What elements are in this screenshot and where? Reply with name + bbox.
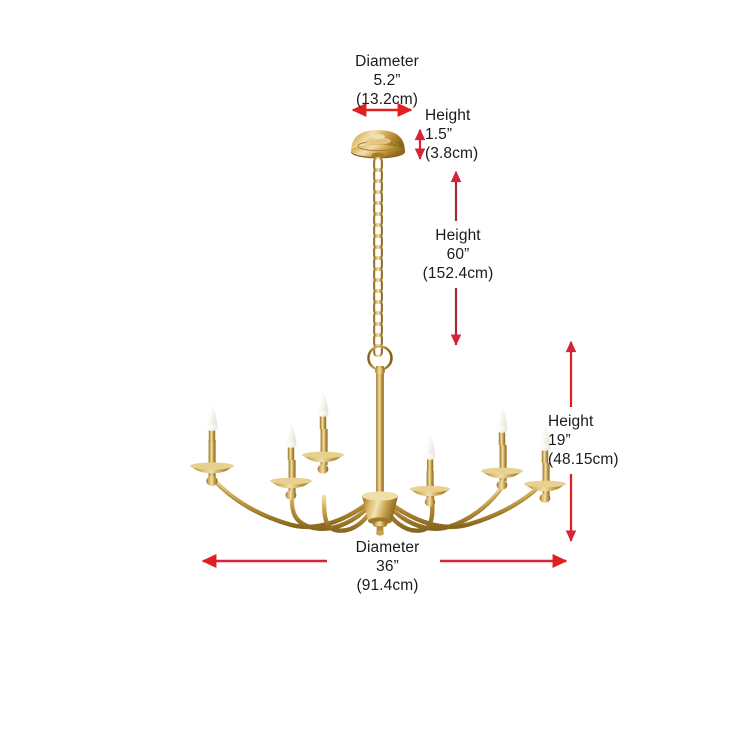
- canopy-height-inches: 1.5”: [425, 126, 453, 143]
- chain-height-name: Height: [435, 227, 481, 244]
- canopy-diameter-metric: (13.2cm): [356, 91, 418, 108]
- fixture-height-name: Height: [548, 413, 594, 430]
- ceiling-canopy: [351, 130, 405, 159]
- chandelier-arms-shading: [211, 479, 547, 531]
- canopy-diameter-inches: 5.2”: [373, 72, 401, 89]
- chandelier-illustration: [190, 130, 566, 536]
- canopy-height-label: Height 1.5” (3.8cm): [425, 106, 545, 163]
- measurement-annotations: [201, 103, 577, 568]
- canopy-height-metric: (3.8cm): [425, 145, 479, 162]
- candle-light-4: [410, 434, 450, 507]
- fixture-height-inches: 19”: [548, 432, 571, 449]
- candle-light-6: [524, 425, 566, 503]
- fixture-diameter-inches: 36”: [376, 558, 399, 575]
- chain-height-inches: 60”: [446, 246, 470, 263]
- canopy-height-name: Height: [425, 107, 471, 124]
- canopy-diameter-label: Diameter 5.2” (13.2cm): [312, 52, 462, 109]
- fixture-height-metric: (48.15cm): [548, 451, 619, 468]
- chain-height-metric: (152.4cm): [422, 265, 494, 282]
- candle-light-2: [270, 422, 312, 500]
- center-stem: [375, 366, 385, 498]
- candle-light-1: [190, 404, 234, 486]
- candle-light-5: [481, 406, 523, 490]
- fixture-diameter-name: Diameter: [355, 539, 420, 556]
- fixture-diameter-metric: (91.4cm): [356, 577, 419, 594]
- candle-light-3: [302, 390, 344, 474]
- canopy-diameter-name: Diameter: [355, 53, 419, 70]
- chain-height-label: Height 60” (152.4cm): [398, 226, 518, 283]
- fixture-diameter-label: Diameter 36” (91.4cm): [310, 538, 465, 595]
- center-hub: [362, 491, 398, 536]
- fixture-height-label: Height 19” (48.15cm): [548, 412, 678, 469]
- hanging-chain: [373, 156, 383, 358]
